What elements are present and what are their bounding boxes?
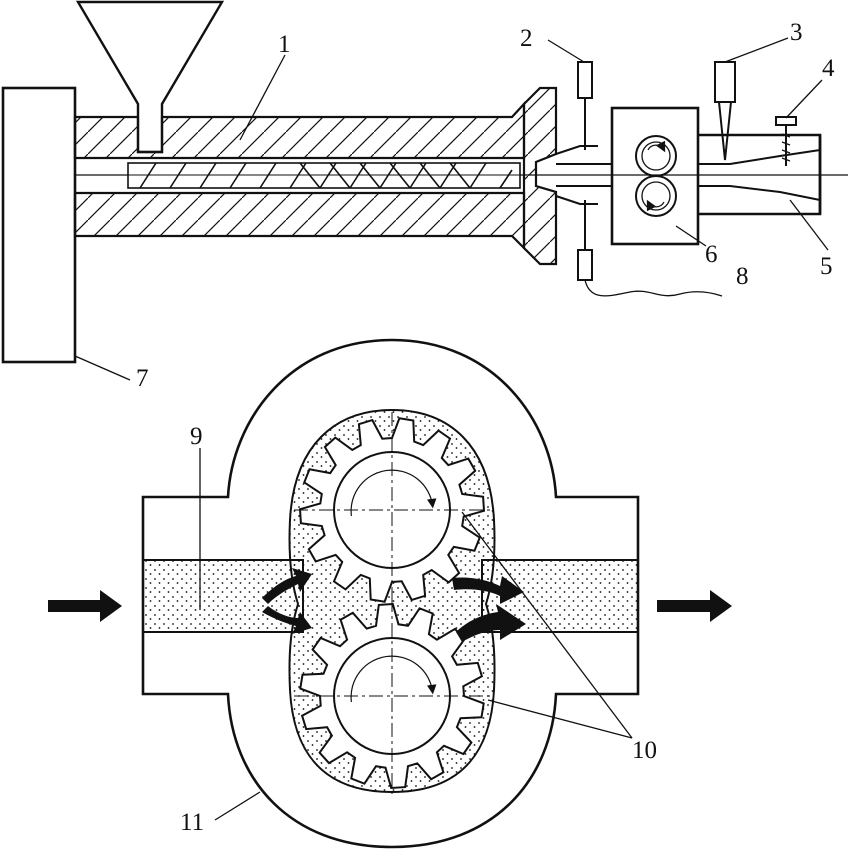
melt-pump-housing bbox=[610, 106, 700, 246]
extruder-screw bbox=[127, 162, 521, 189]
barrel-flange bbox=[522, 86, 558, 266]
label-3: 3 bbox=[790, 19, 803, 46]
label-7: 7 bbox=[136, 365, 149, 392]
gear-bottom bbox=[294, 598, 490, 794]
label-8: 8 bbox=[736, 263, 749, 290]
extruder-assembly bbox=[1, 0, 848, 381]
label-2: 2 bbox=[520, 25, 533, 52]
label-9: 9 bbox=[190, 423, 203, 450]
drive-box bbox=[1, 86, 77, 364]
signal-wire bbox=[584, 279, 723, 297]
gear-top bbox=[294, 412, 490, 608]
label-6: 6 bbox=[705, 241, 718, 268]
inlet-arrow bbox=[48, 590, 122, 622]
pump-housing bbox=[141, 338, 640, 849]
label-4: 4 bbox=[822, 55, 835, 82]
inlet-channel bbox=[142, 559, 304, 633]
pressure-sensor bbox=[577, 61, 593, 281]
adjusting-bolt bbox=[775, 116, 797, 166]
flow-arrows bbox=[48, 568, 732, 642]
outlet-arrow bbox=[657, 590, 732, 622]
label-1: 1 bbox=[278, 31, 291, 58]
label-10: 10 bbox=[632, 737, 657, 764]
label-5: 5 bbox=[820, 253, 833, 280]
callout-labels: 1 2 3 4 5 6 7 8 9 10 11 bbox=[136, 19, 835, 836]
temperature-sensor bbox=[714, 61, 736, 161]
label-11: 11 bbox=[180, 809, 204, 836]
barrel-wall-bottom bbox=[73, 191, 526, 251]
gear-pump-detail bbox=[48, 338, 732, 849]
